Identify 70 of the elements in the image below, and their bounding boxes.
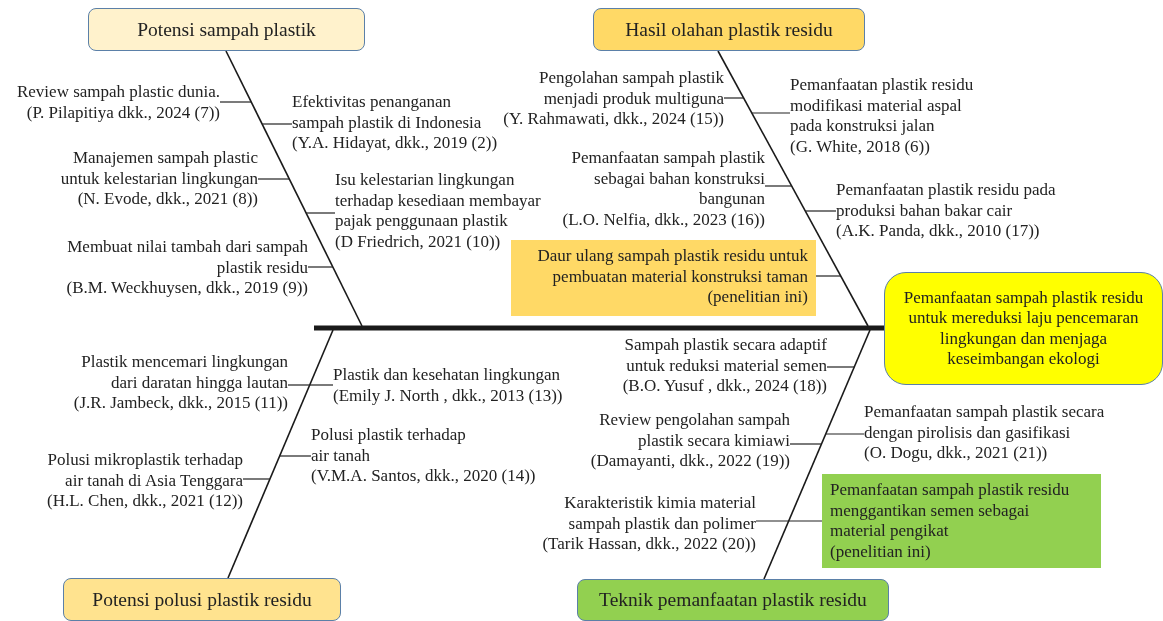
citation-text: (Damayanti, dkk., 2022 (19)) [589,451,790,472]
citation-text: (H.L. Chen, dkk., 2021 (12)) [46,491,243,512]
effect-box [884,272,1163,385]
finding-text: Pemanfaatan plastik residu pada produksi bahan bakar cair [836,180,1057,221]
citation-text: (B.M. Weckhuysen, dkk., 2019 (9)) [65,278,308,299]
leader-line [279,455,312,457]
leader-line [789,443,823,445]
citation-text: (Tarik Hassan, dkk., 2022 (20)) [541,534,756,555]
citation-text: (L.O. Nelfia, dkk., 2023 (16)) [561,209,765,230]
leader-line [723,97,745,99]
category-box [577,579,889,621]
citation-text: (penelitian ini) [830,541,932,562]
citation-text: (Emily J. North , dkk., 2013 (13)) [333,385,564,406]
leader-line [804,210,837,212]
finding-text: Plastik dan kesehatan lingkungan [333,365,562,386]
category-box [88,8,365,51]
citation-text: (O. Dogu, dkk., 2021 (21)) [864,443,1049,464]
citation-text: (Y.A. Hidayat, dkk., 2019 (2)) [292,133,499,154]
leader-line [257,178,290,180]
citation-text: (P. Pilapitiya dkk., 2024 (7)) [25,102,220,123]
finding-text: Daur ulang sampah plastik residu untuk pembuatan material konstruksi taman [536,246,808,287]
effect-text: Pemanfaatan sampah plastik residu untuk mereduksi laju pencemaran lingkungan dan menjaga keseimbangan ekologi [902,287,1145,370]
finding-box [822,474,1101,568]
finding-text: Membuat nilai tambah dari sampah plastik residu [66,237,308,278]
finding-text: Polusi mikroplastik terhadap air tanah di Asia Tenggara [46,450,243,491]
leader-line [309,384,334,386]
category-label: Potensi sampah plastik [137,18,316,41]
category-label: Teknik pemanfaatan plastik residu [599,589,867,611]
leader-line [815,275,842,277]
finding-text: Polusi plastik terhadap air tanah [311,425,467,466]
citation-text: (Y. Rahmawati, dkk., 2024 (15)) [502,109,724,130]
leader-line [242,478,271,480]
citation-text: (A.K. Panda, dkk., 2010 (17)) [836,221,1041,242]
finding-text: Pemanfaatan plastik residu modifikasi material aspal pada konstruksi jalan [790,75,975,137]
citation-text: (G. White, 2018 (6)) [790,136,931,157]
citation-text: (B.O. Yusuf , dkk., 2024 (18)) [621,376,827,397]
leader-line [261,123,293,125]
spine-line [314,325,884,331]
citation-text: (N. Evode, dkk., 2021 (8)) [76,189,258,210]
category-box [593,8,865,51]
category-box [63,578,341,621]
citation-text: (penelitian ini) [706,287,808,308]
leader-line [287,384,311,386]
category-label: Potensi polusi plastik residu [92,588,312,611]
finding-text: Plastik mencemari lingkungan dari daratan hingga lautan [80,352,288,393]
finding-text: Pemanfaatan sampah plastik residu menggantikan semen sebagai material pengikat [830,480,1070,542]
leader-line [219,101,252,103]
finding-text: Review sampah plastic dunia. [16,82,220,103]
leader-line [825,433,865,435]
finding-text: Sampah plastik secara adaptif untuk reduksi material semen [623,335,827,376]
finding-text: Pemanfaatan sampah plastik secara dengan pirolisis dan gasifikasi [864,402,1106,443]
finding-text: Isu kelestarian lingkungan terhadap kesediaan membayar pajak penggunaan plastik [335,170,542,232]
leader-line [788,520,823,522]
citation-text: (J.R. Jambeck, dkk., 2015 (11)) [72,393,288,414]
finding-text: Karakteristik kimia material sampah plastik dan polimer [563,493,756,534]
finding-text: Review pengolahan sampah plastik secara kimiawi [598,410,790,451]
finding-text: Manajemen sampah plastic untuk kelestarian lingkungan [59,148,258,189]
leader-line [305,212,336,214]
citation-text: (D Friedrich, 2021 (10)) [335,231,502,252]
finding-text: Efektivitas penanganan sampah plastik di Indonesia [292,92,483,133]
leader-line [751,112,791,114]
leader-line [764,185,793,187]
finding-text: Pengolahan sampah plastik menjadi produk multiguna [537,68,724,109]
finding-text: Pemanfaatan sampah plastik sebagai bahan konstruksi bangunan [570,148,765,210]
leader-line [307,266,334,268]
finding-box [511,240,816,316]
category-label: Hasil olahan plastik residu [625,18,833,41]
leader-line [755,520,790,522]
citation-text: (V.M.A. Santos, dkk., 2020 (14)) [311,466,537,487]
leader-line [826,366,855,368]
